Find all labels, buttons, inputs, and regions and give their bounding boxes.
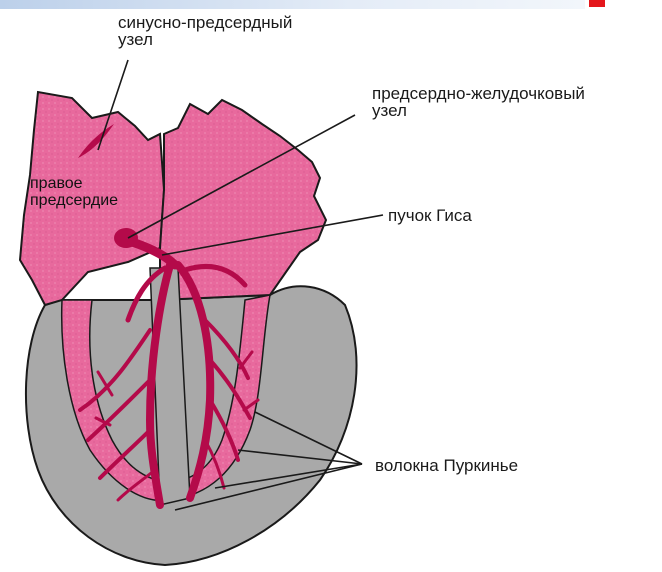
label-purkinje-fibers: волокна Пуркинье (375, 457, 518, 474)
label-right-atrium-line1: правое (30, 175, 83, 192)
label-av-node-line2: узел (372, 102, 407, 119)
label-av-node-line1: предсердно-желудочковый (372, 85, 585, 102)
label-bundle-of-his: пучок Гиса (388, 207, 472, 224)
label-sinoatrial-node-line2: узел (118, 31, 153, 48)
label-right-atrium-line2: предсердие (30, 192, 118, 209)
label-sinoatrial-node-line1: синусно-предсердный (118, 14, 292, 31)
